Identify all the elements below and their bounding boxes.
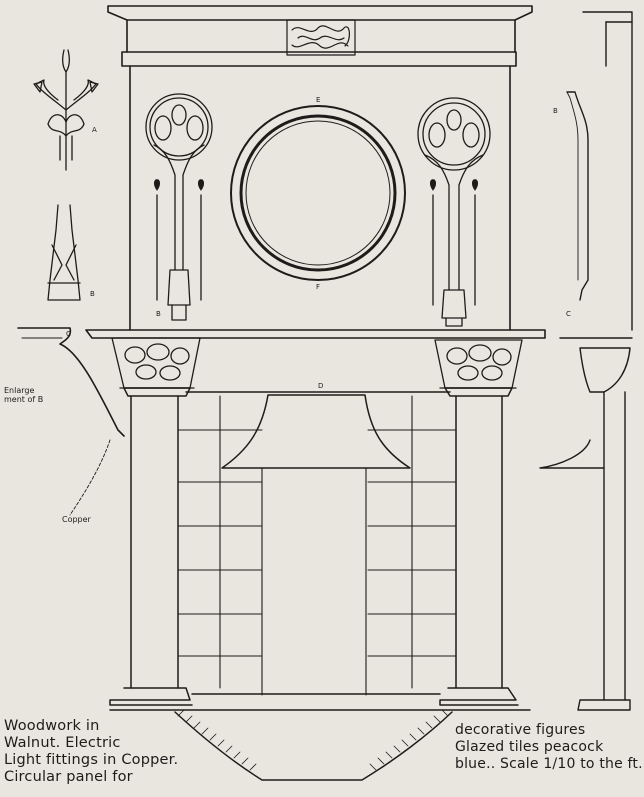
tile-panel-right <box>365 395 457 696</box>
caption-right-line1: decorative figures <box>455 722 586 738</box>
enlargement-note: Enlarge ment of B <box>4 386 43 404</box>
label-e: E <box>316 96 320 104</box>
copper-note: Copper <box>62 515 91 524</box>
detail-a-sconce <box>33 49 99 171</box>
label-f: F <box>316 283 320 291</box>
label-a: A <box>92 126 97 134</box>
light-fitting-right <box>417 97 491 327</box>
heart-right-2 <box>471 179 479 191</box>
detail-b-pendant <box>47 204 81 301</box>
heart-left-2 <box>197 179 205 191</box>
heart-right-1 <box>429 179 437 191</box>
label-b-detail: B <box>90 290 95 298</box>
caption-left-line1: Woodwork in <box>4 718 100 734</box>
label-c-side: C <box>566 310 571 318</box>
light-fitting-left <box>145 93 213 321</box>
caption-right-line2: Glazed tiles peacock <box>455 739 604 755</box>
heart-left-1 <box>153 179 161 191</box>
tile-panel-left <box>177 395 263 696</box>
label-b: B <box>156 310 161 318</box>
hood <box>221 394 411 469</box>
caption-left-line4: Circular panel for <box>4 769 133 785</box>
column-right <box>439 387 519 706</box>
enlargement-note-line2: ment of B <box>4 395 44 404</box>
capital-left <box>111 337 201 389</box>
caption-right-line3: blue.. Scale 1/10 to the ft. <box>455 756 643 772</box>
caption-left-line2: Walnut. Electric <box>4 735 121 751</box>
caption-left: Woodwork in Walnut. Electric Light fitti… <box>4 718 178 786</box>
caption-left-line3: Light fittings in Copper. <box>4 752 179 768</box>
mantel-shelf <box>85 329 546 339</box>
hearth <box>109 693 531 781</box>
label-d: D <box>318 382 323 390</box>
column-left <box>109 387 193 706</box>
frieze-ornament <box>286 19 356 56</box>
capital-right <box>434 339 523 389</box>
circular-panel <box>230 105 406 281</box>
enlargement-note-line1: Enlarge <box>4 386 35 395</box>
detail-c-moulding <box>17 327 125 516</box>
label-c: C <box>66 330 71 338</box>
overmantel <box>107 5 533 331</box>
label-b-side: B <box>553 107 558 115</box>
caption-right: decorative figures Glazed tiles peacock … <box>455 722 643 773</box>
side-elevation <box>539 11 633 711</box>
